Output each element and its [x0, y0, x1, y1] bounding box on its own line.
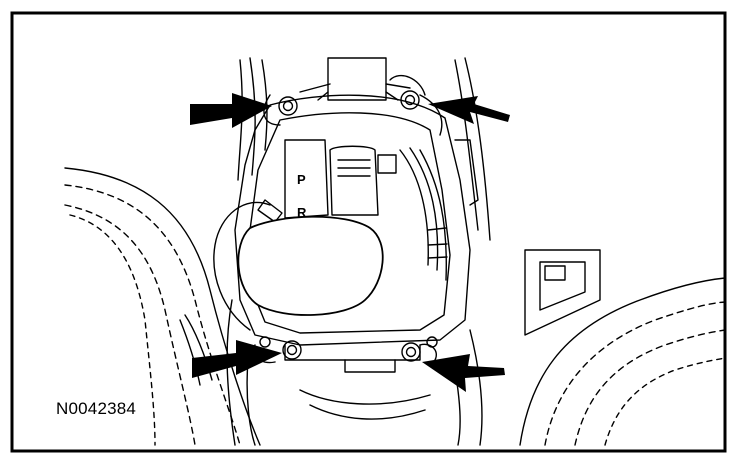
- console-tunnel: [179, 57, 491, 446]
- bolt-lower-left: [282, 340, 302, 360]
- arrow-lower-right: [422, 354, 505, 392]
- gear-letter-r: R: [297, 205, 307, 220]
- left-console-panel: [64, 167, 261, 446]
- figure-border: [10, 11, 727, 453]
- shift-knob: [237, 215, 384, 316]
- arrow-lower-left: [192, 340, 282, 378]
- bolt-upper-right: [400, 90, 420, 110]
- right-console-panel: [519, 249, 726, 446]
- gear-letter-p: P: [297, 172, 306, 187]
- bolt-lower-right: [401, 342, 421, 362]
- figure-reference-code: N0042384: [56, 399, 137, 418]
- arrow-upper-left: [190, 93, 272, 128]
- arrow-upper-right: [428, 96, 510, 124]
- bolt-upper-left: [278, 96, 298, 116]
